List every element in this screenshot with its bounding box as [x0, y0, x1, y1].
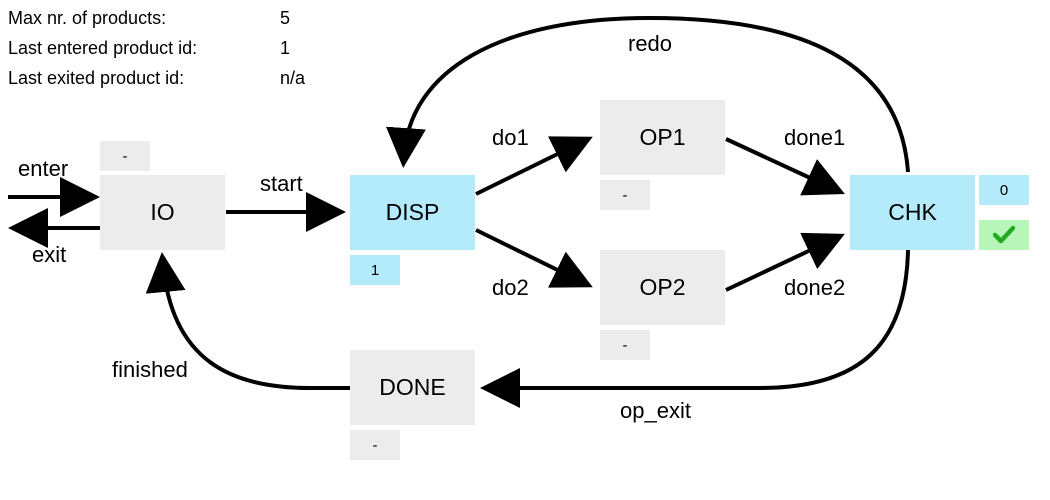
badge-chk-status [979, 220, 1029, 250]
node-io[interactable]: IO [100, 175, 225, 250]
node-done[interactable]: DONE [350, 350, 475, 425]
badge-value: 0 [999, 181, 1009, 199]
badge-disp: 1 [350, 255, 400, 285]
info-label: Last exited product id: [8, 68, 185, 88]
edge-label-redo: redo [628, 31, 673, 56]
node-disp[interactable]: DISP [350, 175, 475, 250]
edge-label-do2: do2 [492, 275, 529, 300]
badge-value: - [122, 147, 128, 165]
edge-label-finished: finished [112, 357, 188, 382]
info-label: Max nr. of products: [8, 8, 167, 28]
info-value: 5 [280, 8, 291, 28]
edge-label-start: start [260, 171, 303, 196]
edge-label-exit: exit [32, 242, 67, 267]
edge-finished [145, 252, 350, 390]
badge-done: - [350, 430, 400, 460]
edge-label-enter: enter [18, 156, 69, 181]
node-label: DONE [379, 374, 446, 400]
badge-io: - [100, 141, 150, 171]
node-chk[interactable]: CHK [850, 175, 975, 250]
node-op2[interactable]: OP2 [600, 250, 725, 325]
edge-label-do1: do1 [492, 125, 529, 150]
node-op1[interactable]: OP1 [600, 100, 725, 175]
badge-op1: - [600, 180, 650, 210]
edge-done1 [725, 137, 845, 196]
badge-value: - [372, 436, 378, 454]
info-label: Last entered product id: [8, 38, 198, 58]
node-label: IO [150, 199, 175, 225]
info-value: 1 [280, 38, 291, 58]
badge-op2: - [600, 330, 650, 360]
badge-value: - [622, 336, 628, 354]
node-label: DISP [385, 199, 440, 225]
info-value: n/a [280, 68, 306, 88]
check-icon [993, 226, 1015, 244]
node-label: OP1 [639, 124, 686, 150]
edge-op-exit [480, 249, 910, 408]
edge-label-done1: done1 [784, 125, 846, 150]
edge-label-done2: done2 [784, 275, 846, 300]
node-label: CHK [888, 199, 937, 225]
edge-do1 [475, 136, 593, 196]
edge-label-op-exit: op_exit [620, 398, 691, 423]
edge-done2 [725, 232, 845, 292]
node-label: OP2 [639, 274, 686, 300]
badge-value: - [622, 186, 628, 204]
badge-chk: 0 [979, 175, 1029, 205]
edge-do2 [475, 228, 593, 288]
edge-redo [386, 15, 910, 173]
badge-value: 1 [370, 261, 380, 279]
